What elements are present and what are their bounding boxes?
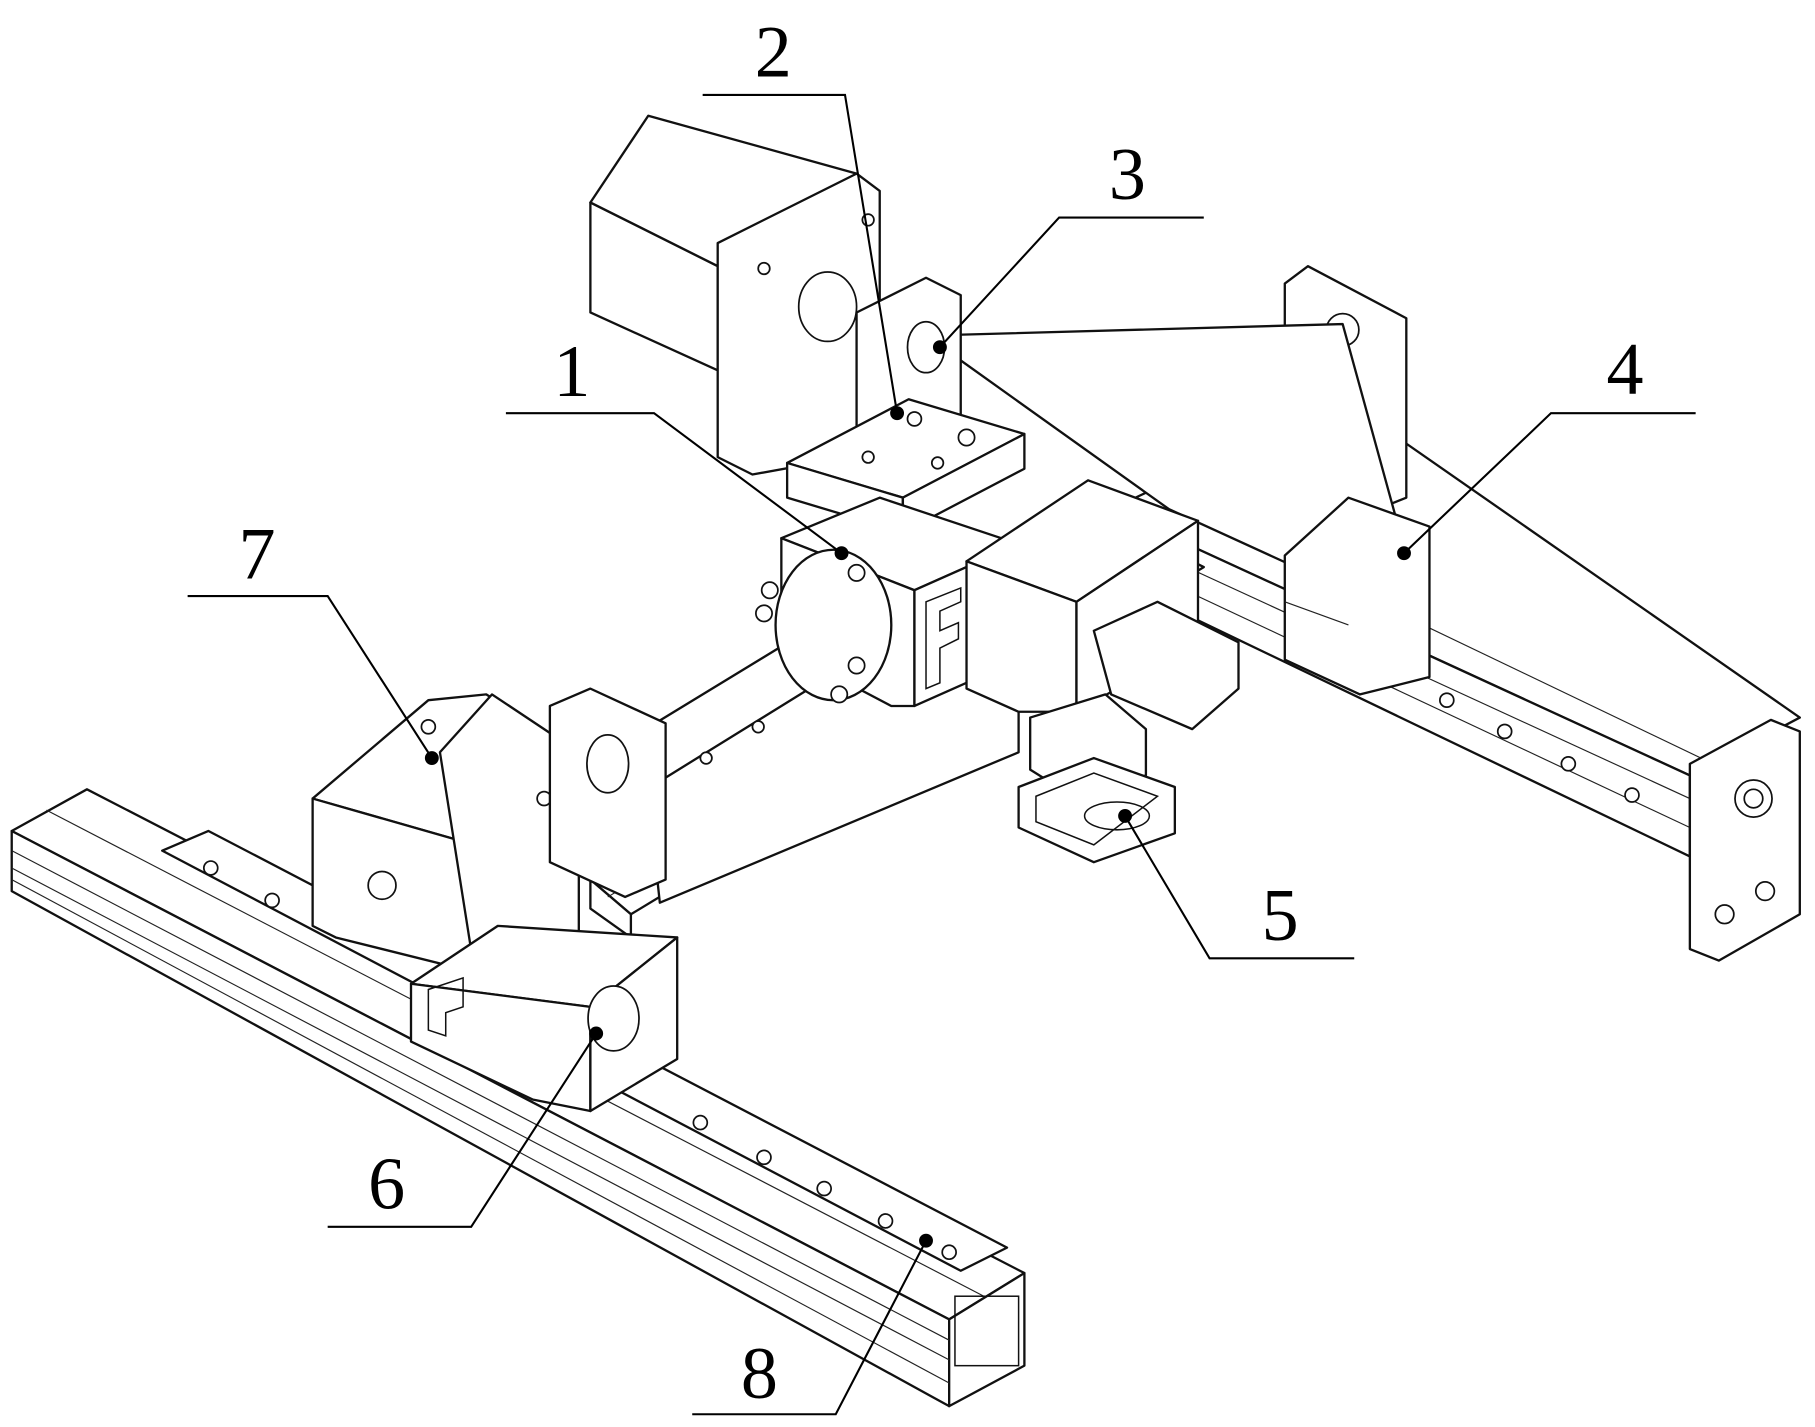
label-4: 4 bbox=[1607, 328, 1644, 410]
label-6: 6 bbox=[368, 1143, 405, 1225]
leader-dot-1 bbox=[835, 546, 849, 560]
leader-dot-6 bbox=[589, 1027, 603, 1041]
leader-dot-7 bbox=[425, 751, 439, 765]
leader-dot-3 bbox=[933, 340, 947, 354]
label-5: 5 bbox=[1262, 875, 1299, 957]
leader-dot-5 bbox=[1118, 809, 1132, 823]
head-5 bbox=[967, 480, 1239, 862]
leader-dot-4 bbox=[1397, 546, 1411, 560]
label-2: 2 bbox=[755, 11, 792, 93]
leader-line-3 bbox=[940, 218, 1204, 348]
leader-dot-2 bbox=[890, 406, 904, 420]
label-7: 7 bbox=[239, 514, 276, 596]
label-1: 1 bbox=[553, 331, 590, 413]
label-3: 3 bbox=[1109, 134, 1146, 216]
leader-dot-8 bbox=[919, 1234, 933, 1248]
label-8: 8 bbox=[741, 1333, 778, 1415]
